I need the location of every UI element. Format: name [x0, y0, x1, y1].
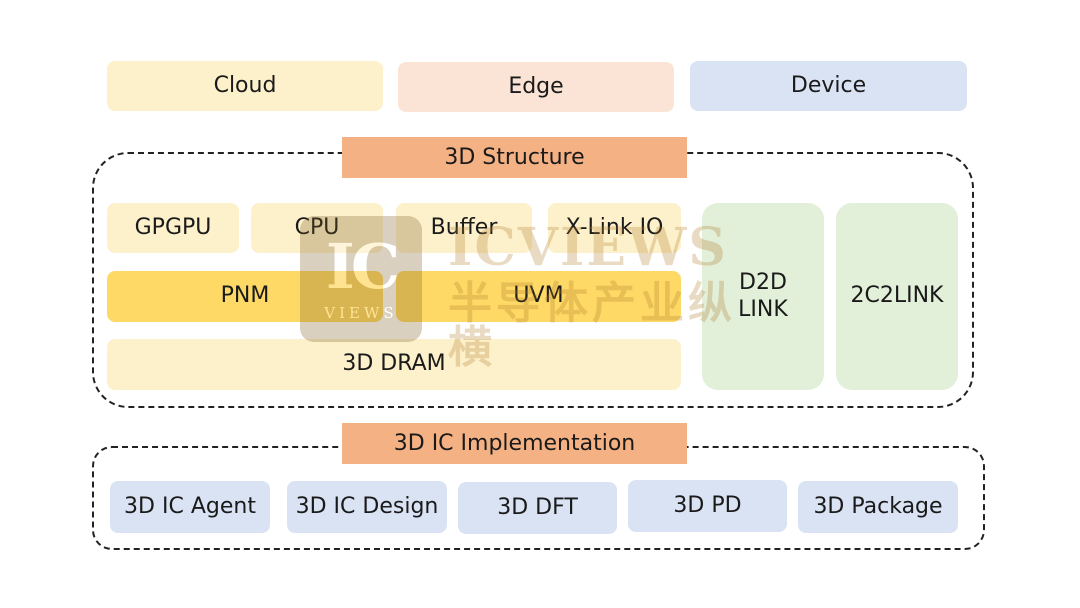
device-label: Device [790, 72, 867, 98]
device-box: Device [690, 61, 967, 111]
cpu-box: CPU [251, 203, 383, 253]
uvm-bar: UVM [396, 271, 681, 322]
pd-box: 3D PD [628, 480, 787, 532]
c2c-link-box: 2C2LINK [836, 203, 958, 390]
d2d-link-label: D2D LINK [738, 270, 788, 322]
ic-agent-label: 3D IC Agent [124, 493, 256, 519]
structure-title-bar: 3D Structure [342, 137, 687, 178]
dft-label: 3D DFT [497, 494, 578, 520]
pnm-bar: PNM [107, 271, 383, 322]
ic-design-label: 3D IC Design [295, 493, 439, 519]
gpgpu-label: GPGPU [134, 214, 212, 240]
d2d-link-box: D2D LINK [702, 203, 824, 390]
buffer-label: Buffer [430, 214, 498, 240]
buffer-box: Buffer [396, 203, 532, 253]
edge-box: Edge [398, 62, 674, 112]
uvm-label: UVM [513, 283, 564, 309]
dft-box: 3D DFT [458, 482, 617, 534]
dram-label: 3D DRAM [342, 351, 446, 377]
implementation-title-bar: 3D IC Implementation [342, 423, 687, 464]
pd-label: 3D PD [673, 492, 742, 518]
xlink-io-label: X-Link IO [565, 214, 664, 240]
package-box: 3D Package [798, 481, 958, 533]
dram-bar: 3D DRAM [107, 339, 681, 390]
package-label: 3D Package [813, 493, 943, 519]
cloud-box: Cloud [107, 61, 383, 111]
edge-label: Edge [508, 73, 564, 99]
structure-title: 3D Structure [444, 145, 585, 170]
cloud-label: Cloud [213, 72, 277, 98]
implementation-title: 3D IC Implementation [393, 431, 636, 456]
ic-agent-box: 3D IC Agent [110, 481, 270, 533]
ic-design-box: 3D IC Design [287, 481, 447, 533]
c2c-link-label: 2C2LINK [850, 283, 944, 309]
cpu-label: CPU [294, 214, 340, 240]
pnm-label: PNM [220, 283, 270, 309]
gpgpu-box: GPGPU [107, 203, 239, 253]
xlink-io-box: X-Link IO [548, 203, 681, 253]
